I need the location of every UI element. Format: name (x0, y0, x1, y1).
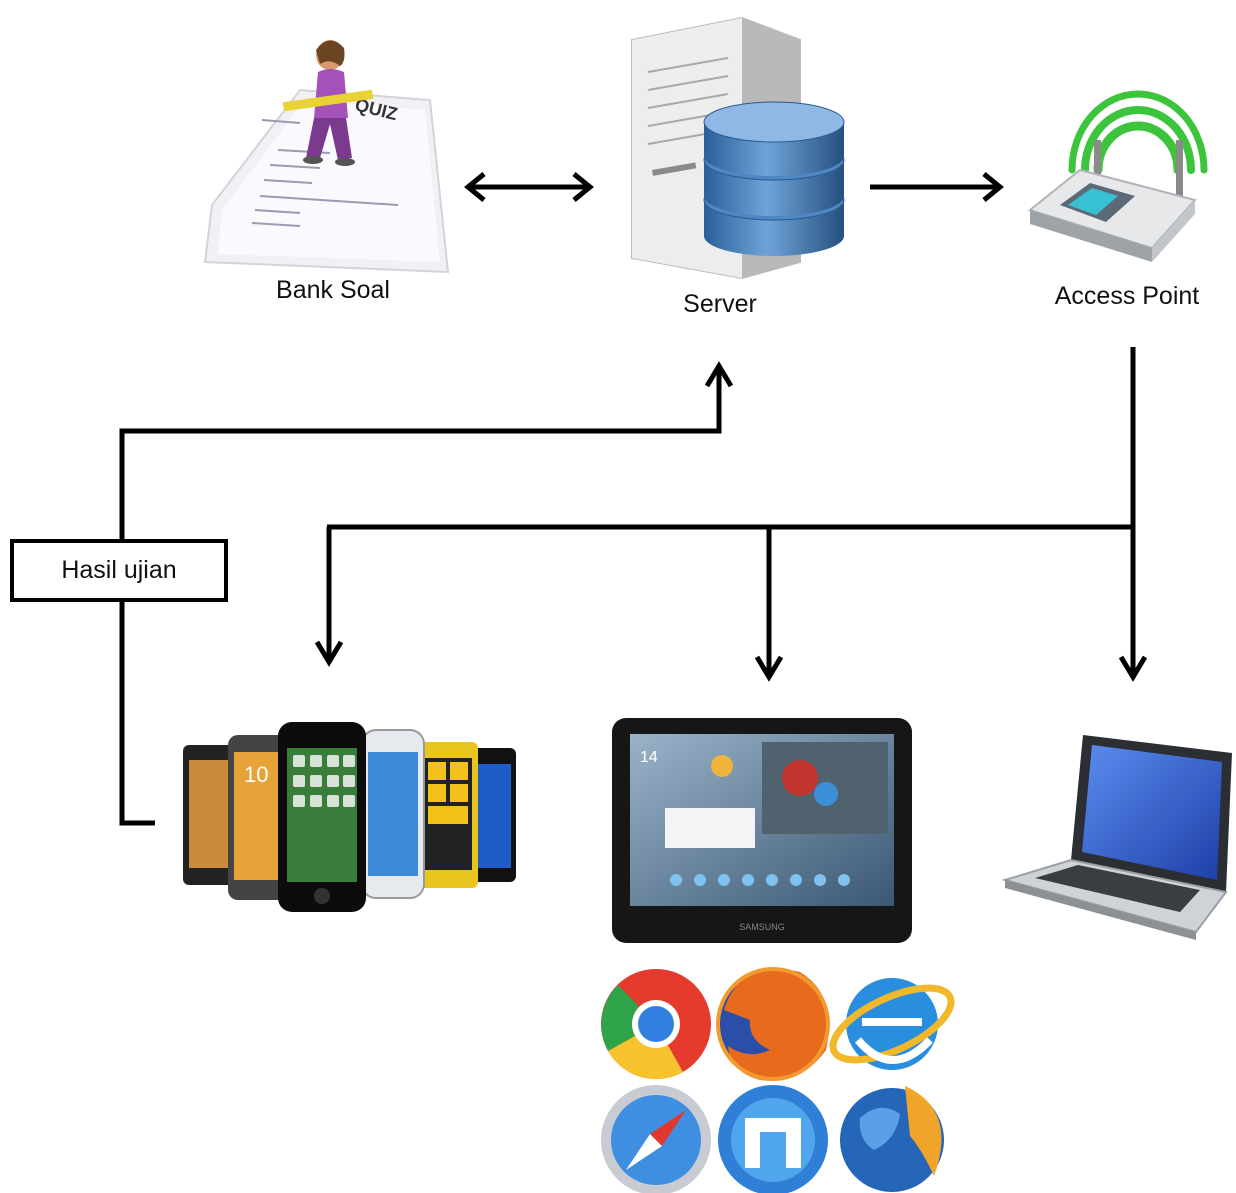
laptop-arrowhead (1118, 655, 1148, 682)
firefox-icon (716, 967, 830, 1081)
maxthon-icon (718, 1085, 828, 1193)
bank-arrowhead (464, 172, 486, 202)
database-icon (703, 101, 845, 256)
smartphones-icon: 10 (183, 722, 516, 912)
tablet-brand: SAMSUNG (739, 922, 785, 932)
browser-icons (601, 967, 955, 1193)
chrome-icon (601, 969, 711, 1080)
connectors (119, 172, 1148, 826)
hasil-ujian-label: Hasil ujian (61, 556, 177, 584)
safari-icon (601, 1085, 711, 1193)
phone-clock: 10 (244, 762, 268, 787)
tablet-clock: 14 (640, 749, 658, 766)
quiz-paper-icon: QUIZ (203, 40, 450, 274)
ap-arrowhead (982, 172, 1004, 202)
browser-globe-icon (840, 1086, 944, 1192)
server-label: Server (683, 290, 757, 318)
laptop-icon (1001, 735, 1232, 940)
results-line (119, 368, 722, 826)
internet-explorer-icon (829, 978, 955, 1070)
tablet-arrowhead (754, 655, 784, 682)
hasil-ujian-box: Hasil ujian (10, 539, 228, 602)
bank-soal-label: Bank Soal (276, 276, 390, 304)
tablet-icon: 14 SAMSUNG (612, 718, 912, 943)
server-arrowhead (572, 172, 594, 202)
phones-arrowhead (314, 640, 344, 667)
access-point-label: Access Point (1055, 282, 1200, 310)
wifi-router-icon (1027, 90, 1208, 262)
database-server-icon (631, 16, 845, 280)
results-arrowhead (704, 361, 734, 388)
